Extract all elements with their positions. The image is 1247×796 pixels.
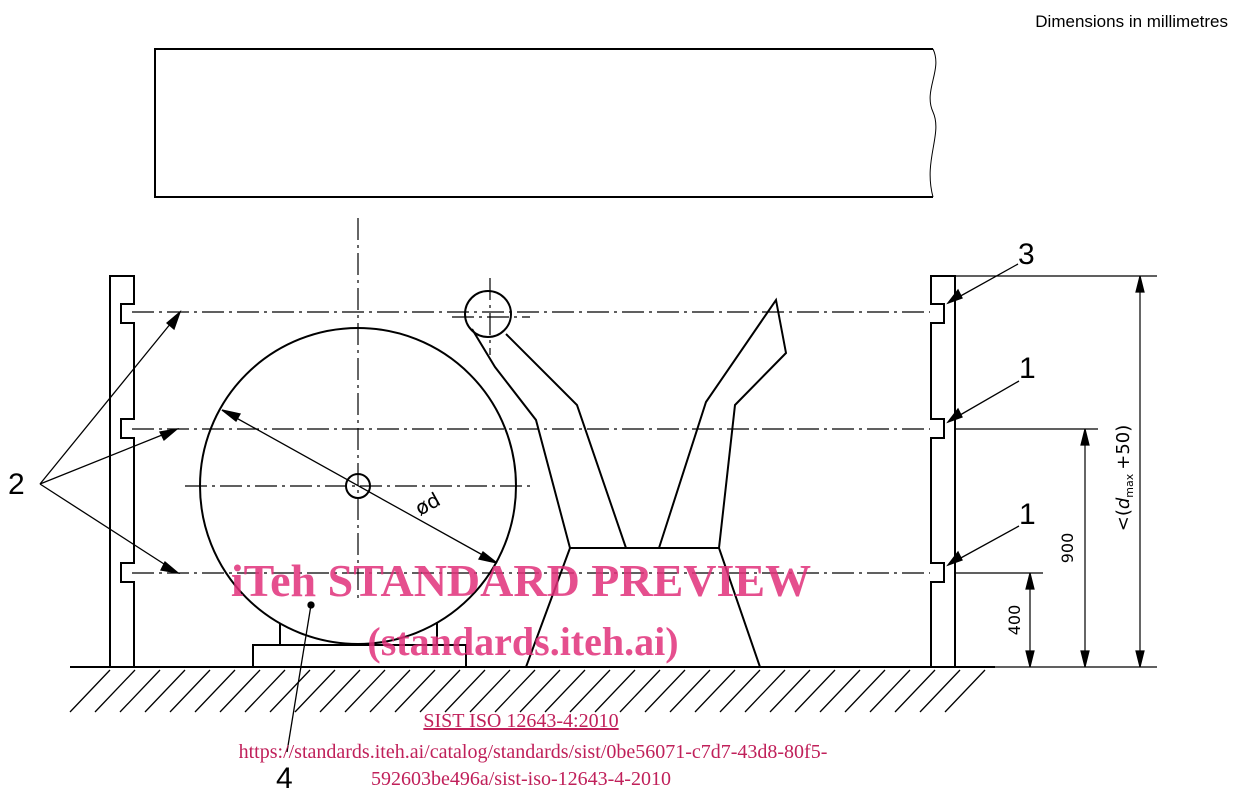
callout-3: 3: [1018, 238, 1035, 271]
callout-leaders: [39, 263, 1020, 753]
callout-1-upper: 1: [1019, 352, 1036, 385]
diameter-dimension: [221, 409, 498, 564]
callout-2: 2: [8, 468, 25, 501]
catalog-url-line-2[interactable]: 592603be496a/sist-iso-12643-4-2010: [371, 768, 671, 790]
dimension-overall: <(dmax+50): [1113, 425, 1136, 532]
dimension-900: 900: [1058, 533, 1077, 564]
document-id-link[interactable]: SIST ISO 12643-4:2010: [423, 710, 618, 732]
reel: [199, 327, 517, 668]
right-guard-post: [930, 275, 956, 668]
dimension-400: 400: [1005, 605, 1024, 636]
height-dimensions: [955, 275, 1157, 668]
guard-level-lines: [132, 218, 930, 600]
diameter-label: ød: [411, 487, 444, 520]
callout-4: 4: [276, 762, 293, 795]
floor: [69, 666, 995, 713]
watermark-title: iTeh STANDARD PREVIEW: [231, 555, 811, 606]
roll-beam: [154, 48, 937, 198]
catalog-url-line-1[interactable]: https://standards.iteh.ai/catalog/standa…: [239, 741, 828, 763]
callout-1-lower: 1: [1019, 498, 1036, 531]
watermark-subtitle: (standards.iteh.ai): [367, 619, 678, 664]
left-guard-post: [109, 275, 135, 668]
winding-stand: [464, 290, 788, 668]
dimensions-note: Dimensions in millimetres: [1035, 12, 1228, 31]
